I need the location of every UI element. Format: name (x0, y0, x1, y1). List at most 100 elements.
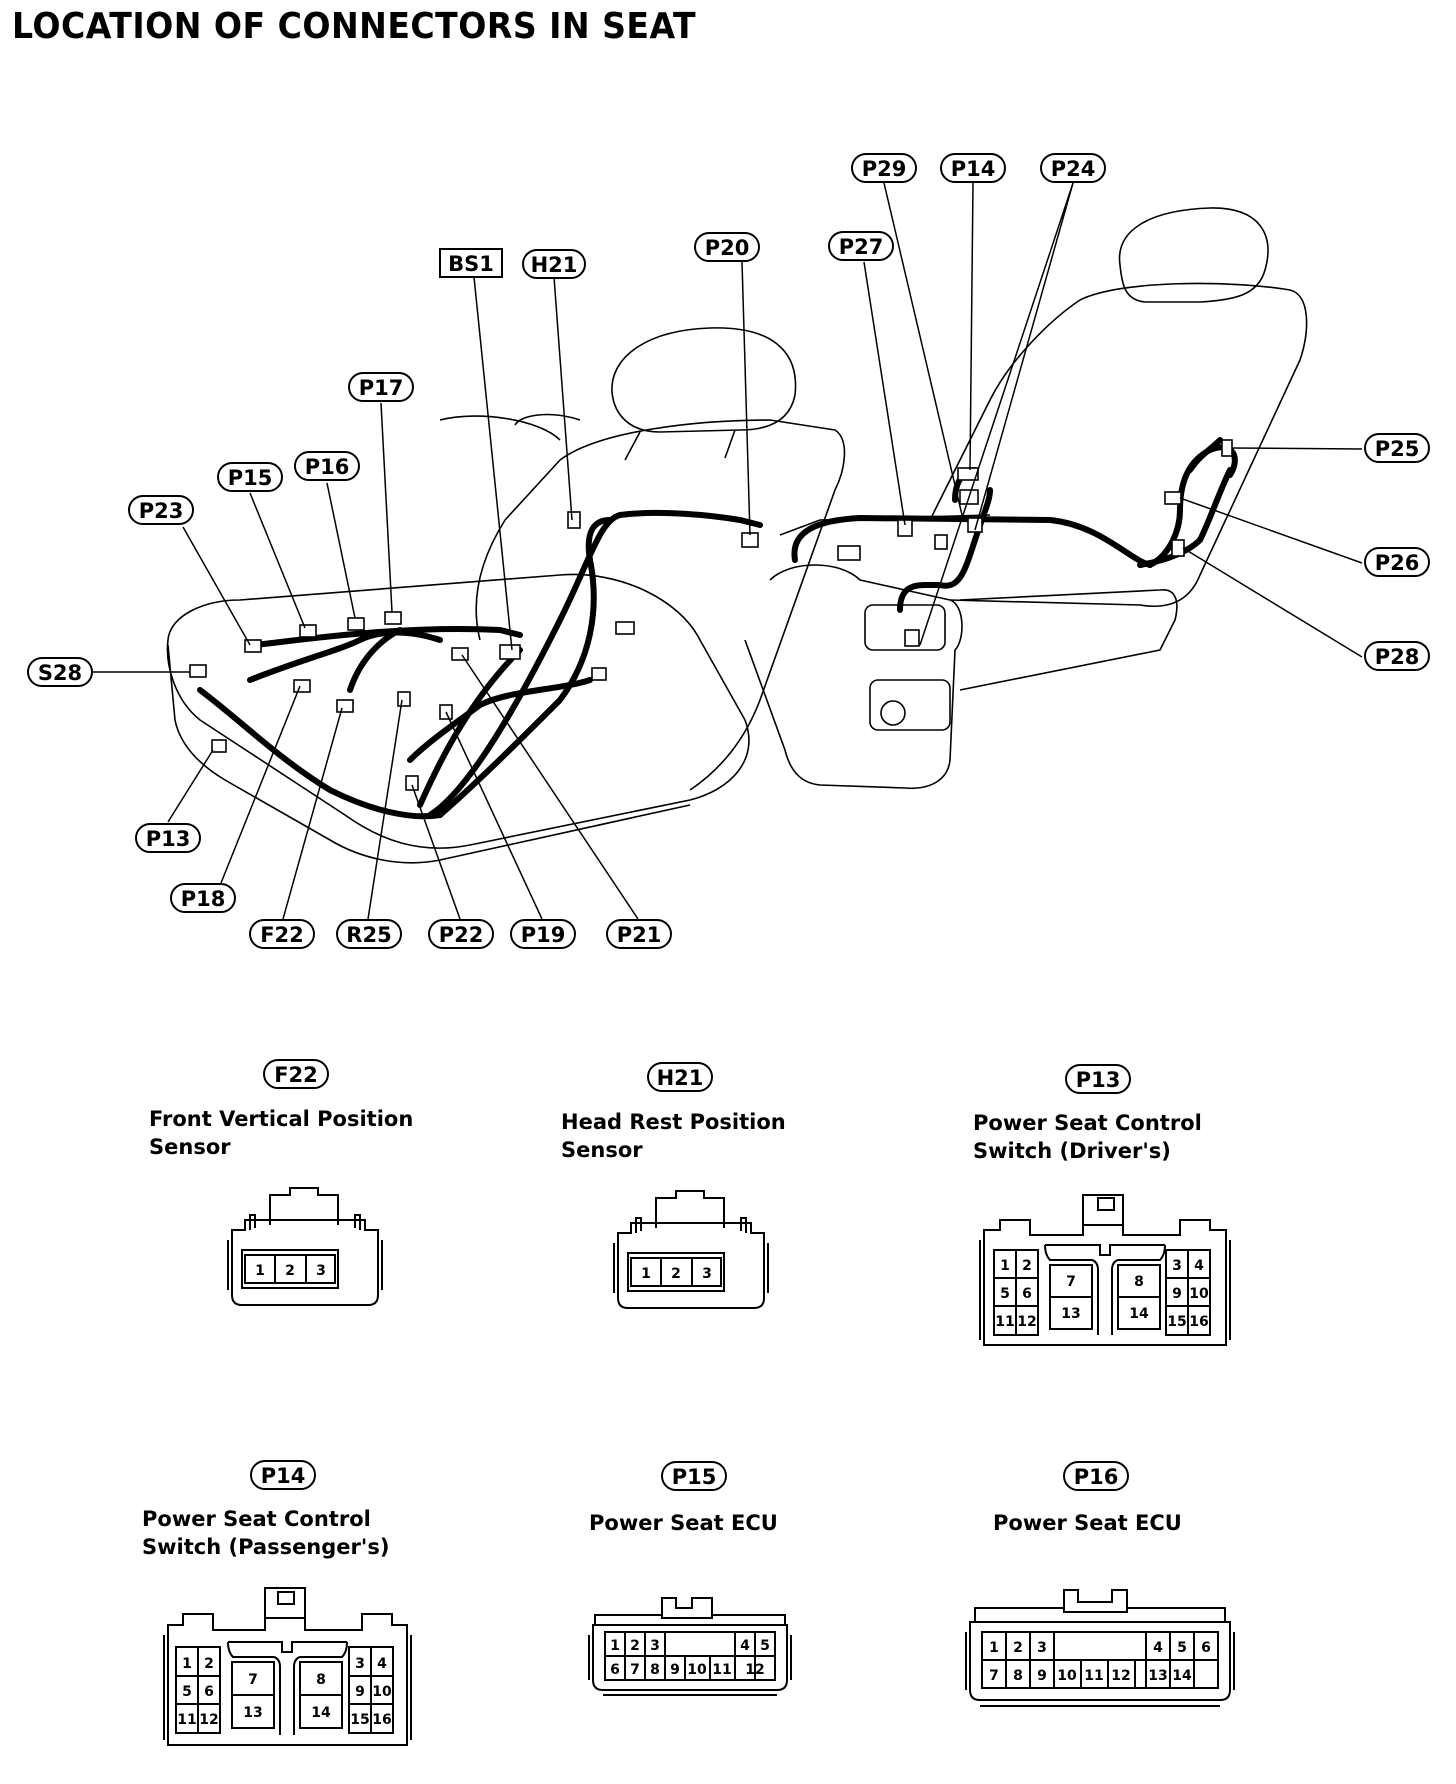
svg-text:3: 3 (650, 1638, 660, 1654)
svg-text:3: 3 (316, 1263, 326, 1279)
svg-text:P14: P14 (261, 1464, 306, 1488)
connector-P14-name-line1: Power Seat Control (142, 1507, 371, 1531)
svg-text:13: 13 (1148, 1668, 1167, 1684)
svg-text:1: 1 (641, 1266, 651, 1282)
callout-H21: H21 (522, 249, 586, 279)
svg-text:2: 2 (630, 1638, 640, 1654)
callout-P28: P28 (1364, 641, 1430, 671)
svg-text:13: 13 (243, 1705, 262, 1721)
svg-text:2: 2 (671, 1266, 681, 1282)
svg-text:3: 3 (1172, 1258, 1182, 1274)
callout-S28: S28 (27, 657, 93, 687)
svg-text:P14: P14 (951, 157, 996, 181)
svg-text:F22: F22 (260, 923, 304, 947)
driver-seat-back (504, 419, 846, 791)
connector-P13-name-line2: Switch (Driver's) (973, 1139, 1171, 1163)
svg-text:1: 1 (182, 1656, 192, 1672)
callout-P21: P21 (606, 919, 672, 949)
svg-text:9: 9 (670, 1662, 680, 1678)
callout-P24: P24 (1040, 153, 1106, 183)
connector-P14: P14 Power Seat Control Switch (Passenger… (142, 1460, 412, 1746)
svg-text:P29: P29 (862, 157, 907, 181)
connector-P14-name-line2: Switch (Passenger's) (142, 1535, 389, 1559)
svg-text:P19: P19 (521, 923, 566, 947)
svg-text:BS1: BS1 (448, 252, 494, 276)
callout-P15: P15 (217, 462, 283, 492)
svg-text:P24: P24 (1051, 157, 1096, 181)
svg-text:7: 7 (1066, 1274, 1076, 1290)
svg-text:13: 13 (1061, 1306, 1080, 1322)
svg-text:3: 3 (1037, 1640, 1047, 1656)
svg-text:P22: P22 (439, 923, 484, 947)
svg-text:11: 11 (177, 1712, 196, 1728)
svg-text:P28: P28 (1375, 645, 1420, 669)
connector-F22-name-line2: Sensor (149, 1135, 231, 1159)
svg-text:3: 3 (702, 1266, 712, 1282)
svg-text:P21: P21 (617, 923, 662, 947)
connector-H21-name-line1: Head Rest Position (561, 1110, 786, 1134)
svg-text:2: 2 (1013, 1640, 1023, 1656)
passenger-seat-back (949, 282, 1308, 607)
callout-P16: P16 (294, 451, 360, 481)
callout-labels: BS1 H21 P20 P27 P29 P14 P24 P17 (27, 153, 1430, 949)
harness-connectors (189, 439, 1233, 791)
passenger-seat-cushion (959, 589, 1178, 691)
driver-headrest (611, 327, 797, 433)
callout-R25: R25 (336, 919, 402, 949)
svg-text:1: 1 (610, 1638, 620, 1654)
svg-text:6: 6 (204, 1684, 214, 1700)
driver-seat-cushion (166, 573, 750, 849)
svg-text:6: 6 (1022, 1286, 1032, 1302)
callout-P19: P19 (510, 919, 576, 949)
svg-text:12: 12 (1111, 1668, 1130, 1684)
svg-text:P13: P13 (146, 827, 191, 851)
connector-P16-name-line1: Power Seat ECU (993, 1511, 1182, 1535)
passenger-headrest (1118, 207, 1269, 303)
svg-text:8: 8 (650, 1662, 660, 1678)
callout-P25: P25 (1364, 433, 1430, 463)
svg-text:P20: P20 (705, 236, 750, 260)
connector-F22: F22 Front Vertical Position Sensor 1 2 3 (149, 1059, 413, 1306)
svg-text:P15: P15 (228, 466, 273, 490)
svg-text:16: 16 (372, 1712, 391, 1728)
leader-lines (93, 182, 1363, 920)
svg-text:10: 10 (1057, 1668, 1077, 1684)
svg-text:1: 1 (989, 1640, 999, 1656)
svg-text:8: 8 (1134, 1274, 1144, 1290)
svg-text:15: 15 (350, 1712, 369, 1728)
svg-text:12: 12 (199, 1712, 218, 1728)
svg-text:10: 10 (1189, 1286, 1209, 1302)
connector-P13: P13 Power Seat Control Switch (Driver's) (973, 1064, 1231, 1346)
callout-P14: P14 (940, 153, 1006, 183)
callout-P27: P27 (828, 231, 894, 261)
svg-text:14: 14 (1172, 1668, 1192, 1684)
callout-P23: P23 (128, 495, 194, 525)
svg-text:9: 9 (1172, 1286, 1182, 1302)
svg-text:H21: H21 (531, 253, 578, 277)
svg-text:4: 4 (1153, 1640, 1163, 1656)
svg-text:6: 6 (610, 1662, 620, 1678)
svg-text:4: 4 (377, 1656, 387, 1672)
svg-text:5: 5 (760, 1638, 770, 1654)
callout-F22: F22 (249, 919, 315, 949)
svg-text:S28: S28 (38, 661, 82, 685)
connector-H21: H21 Head Rest Position Sensor 1 2 3 (561, 1062, 786, 1309)
svg-text:16: 16 (1189, 1314, 1208, 1330)
svg-text:8: 8 (316, 1672, 326, 1688)
connector-P15: P15 Power Seat ECU 1 2 3 4 5 6 7 8 9 (588, 1461, 792, 1696)
svg-text:P16: P16 (1074, 1465, 1119, 1489)
svg-text:P23: P23 (139, 499, 184, 523)
connector-P15-name-line1: Power Seat ECU (589, 1511, 778, 1535)
svg-text:F22: F22 (274, 1063, 318, 1087)
callout-P13: P13 (135, 823, 201, 853)
callout-P18: P18 (170, 883, 236, 913)
svg-text:15: 15 (1167, 1314, 1186, 1330)
callout-BS1: BS1 (439, 248, 503, 278)
svg-text:12: 12 (745, 1662, 764, 1678)
callout-P17: P17 (348, 372, 414, 402)
connector-P16: P16 Power Seat ECU 1 2 3 4 5 6 7 (965, 1461, 1235, 1707)
svg-text:5: 5 (1000, 1286, 1010, 1302)
svg-text:14: 14 (311, 1705, 331, 1721)
svg-text:7: 7 (630, 1662, 640, 1678)
wire-harness (197, 437, 1238, 820)
